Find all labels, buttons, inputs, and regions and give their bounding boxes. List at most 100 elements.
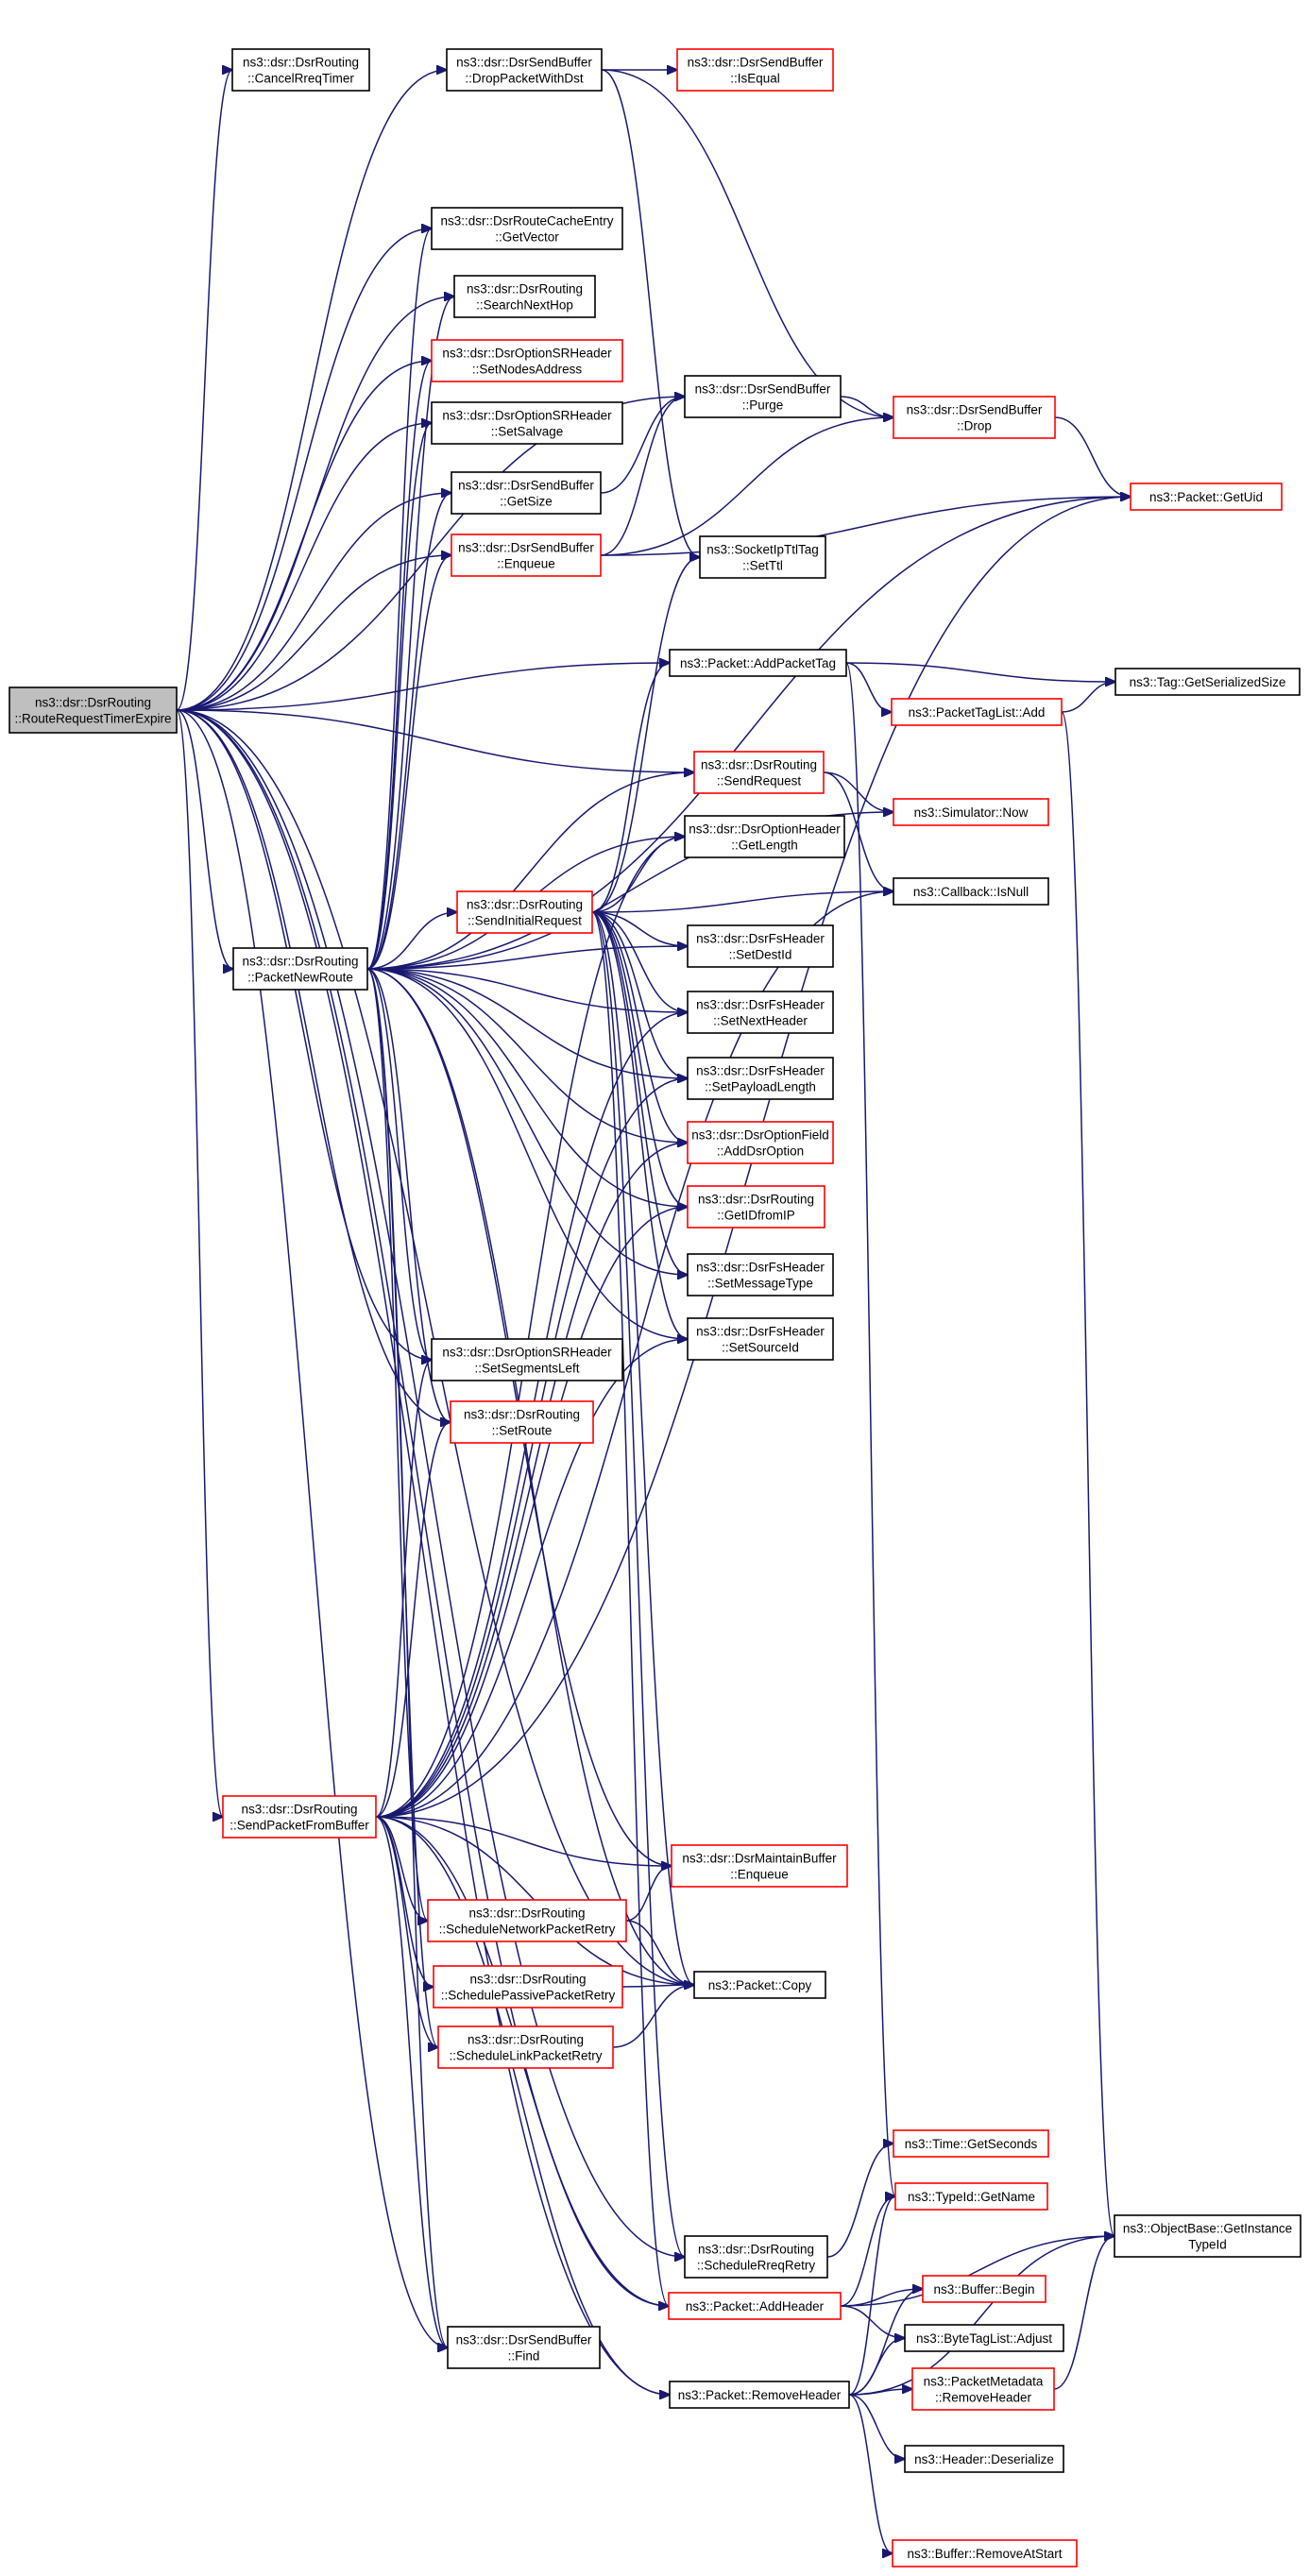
node-box [456, 890, 593, 934]
node-label: ::SetRoute [492, 1424, 553, 1438]
edge-root-to-get-size [176, 493, 451, 711]
node-get-size[interactable]: ns3::dsr::DsrSendBuffer::GetSize [451, 471, 602, 515]
node-box [687, 1185, 825, 1229]
edge-send-from-buffer-to-opt-get-length [375, 837, 685, 1818]
edge-remove-header-to-btl-adjust [848, 2338, 905, 2396]
node-btl-adjust[interactable]: ns3::ByteTagList::Adjust [904, 2324, 1064, 2352]
node-sched-link-retry[interactable]: ns3::dsr::DsrRouting::ScheduleLinkPacket… [437, 2025, 614, 2069]
node-get-uid[interactable]: ns3::Packet::GetUid [1130, 483, 1283, 511]
node-set-nodes-address[interactable]: ns3::dsr::DsrOptionSRHeader::SetNodesAdd… [431, 339, 623, 382]
node-label: ns3::TypeId::GetName [908, 2190, 1035, 2204]
node-packet-copy[interactable]: ns3::Packet::Copy [693, 1971, 826, 1999]
edge-add-header-to-buf-begin [840, 2289, 923, 2307]
edge-packet-new-route-to-set-dest-id [366, 946, 688, 970]
node-sched-pass-retry[interactable]: ns3::dsr::DsrRouting::SchedulePassivePac… [433, 1965, 623, 2008]
node-set-dest-id[interactable]: ns3::dsr::DsrFsHeader::SetDestId [687, 924, 834, 968]
node-add-dsr-option[interactable]: ns3::dsr::DsrOptionField::AddDsrOption [687, 1121, 834, 1164]
node-cancel-rreq[interactable]: ns3::dsr::DsrRouting::CancelRreqTimer [231, 48, 370, 92]
node-buf-remove-at-start[interactable]: ns3::Buffer::RemoveAtStart [892, 2539, 1078, 2568]
node-tag-ser-size[interactable]: ns3::Tag::GetSerializedSize [1114, 668, 1301, 696]
edge-packet-new-route-to-sched-net-retry [366, 968, 428, 1921]
edge-send-from-buffer-to-set-source-id [375, 1339, 688, 1818]
node-packet-new-route[interactable]: ns3::dsr::DsrRouting::PacketNewRoute [232, 947, 368, 991]
node-root[interactable]: ns3::dsr::DsrRouting::RouteRequestTimerE… [9, 686, 178, 734]
node-label: ns3::dsr::DsrOptionSRHeader [442, 409, 612, 423]
edge-remove-header-to-type-get-name [848, 2196, 895, 2396]
node-get-vector[interactable]: ns3::dsr::DsrRouteCacheEntry::GetVector [431, 207, 623, 250]
node-set-route[interactable]: ns3::dsr::DsrRouting::SetRoute [450, 1400, 594, 1444]
edge-sched-net-retry-to-maint-enqueue [625, 1866, 672, 1922]
node-buf-begin[interactable]: ns3::Buffer::Begin [922, 2275, 1046, 2303]
node-hdr-deserialize[interactable]: ns3::Header::Deserialize [904, 2445, 1064, 2473]
node-label: ns3::dsr::DsrRouting [701, 758, 817, 772]
node-set-source-id[interactable]: ns3::dsr::DsrFsHeader::SetSourceId [687, 1317, 834, 1361]
node-drop[interactable]: ns3::dsr::DsrSendBuffer::Drop [893, 396, 1056, 439]
node-set-salvage[interactable]: ns3::dsr::DsrOptionSRHeader::SetSalvage [431, 401, 623, 445]
node-tag-list-add[interactable]: ns3::PacketTagList::Add [891, 698, 1063, 726]
edge-packet-new-route-to-set-route [366, 968, 451, 1422]
node-box [904, 2445, 1064, 2473]
edge-remove-header-to-buf-remove-at-start [848, 2394, 893, 2553]
edge-packet-new-route-to-set-next-header [366, 968, 688, 1012]
node-set-seg-left[interactable]: ns3::dsr::DsrOptionSRHeader::SetSegments… [431, 1338, 623, 1381]
node-set-next-header[interactable]: ns3::dsr::DsrFsHeader::SetNextHeader [687, 991, 834, 1034]
edge-send-initial-to-set-payload-len [591, 911, 688, 1078]
node-label: ::AddDsrOption [717, 1144, 804, 1159]
edge-root-to-drop-with-dst [176, 70, 447, 711]
node-add-header[interactable]: ns3::Packet::AddHeader [668, 2292, 842, 2320]
edge-packet-new-route-to-find [366, 968, 448, 2347]
node-set-msg-type[interactable]: ns3::dsr::DsrFsHeader::SetMessageType [687, 1253, 834, 1296]
edges-layer [176, 69, 1131, 2553]
node-send-request[interactable]: ns3::dsr::DsrRouting::SendRequest [693, 751, 825, 794]
node-set-ttl[interactable]: ns3::SocketIpTtlTag::SetTtl [699, 535, 826, 579]
node-drop-with-dst[interactable]: ns3::dsr::DsrSendBuffer::DropPacketWithD… [446, 48, 603, 92]
edge-send-request-to-sim-now [823, 771, 893, 812]
edge-packet-new-route-to-set-salvage [366, 423, 432, 970]
node-cb-is-null[interactable]: ns3::Callback::IsNull [893, 877, 1049, 906]
node-opt-get-length[interactable]: ns3::dsr::DsrOptionHeader::GetLength [684, 815, 845, 858]
node-sched-net-retry[interactable]: ns3::dsr::DsrRouting::ScheduleNetworkPac… [427, 1899, 627, 1942]
node-enqueue[interactable]: ns3::dsr::DsrSendBuffer::Enqueue [451, 534, 602, 577]
node-sim-now[interactable]: ns3::Simulator::Now [893, 798, 1049, 826]
edge-send-request-to-cb-is-null [823, 771, 893, 891]
node-label: ns3::dsr::DsrSendBuffer [688, 56, 824, 70]
node-is-equal[interactable]: ns3::dsr::DsrSendBuffer::IsEqual [676, 48, 834, 92]
node-find[interactable]: ns3::dsr::DsrSendBuffer::Find [447, 2326, 601, 2369]
node-label: ns3::dsr::DsrRouting [241, 1803, 357, 1817]
node-pm-remove-header[interactable]: ns3::PacketMetadata::RemoveHeader [911, 2367, 1055, 2411]
edge-pm-remove-header-to-obj-get-instance [1053, 2236, 1114, 2390]
edge-send-initial-to-packet-copy [591, 911, 694, 1985]
node-label: ns3::dsr::DsrRouting [242, 955, 358, 969]
edge-packet-new-route-to-get-uid [366, 497, 1131, 970]
node-label: ::SendInitialRequest [468, 914, 582, 928]
node-label: TypeId [1188, 2238, 1227, 2252]
node-send-initial[interactable]: ns3::dsr::DsrRouting::SendInitialRequest [456, 890, 593, 934]
edge-send-initial-to-set-next-header [591, 911, 688, 1012]
node-purge[interactable]: ns3::dsr::DsrSendBuffer::Purge [684, 375, 842, 418]
node-box [687, 1317, 834, 1361]
node-sched-rreq-retry[interactable]: ns3::dsr::DsrRouting::ScheduleRreqRetry [684, 2235, 828, 2279]
node-get-id-from-ip[interactable]: ns3::dsr::DsrRouting::GetIDfromIP [687, 1185, 825, 1229]
node-label: ns3::dsr::DsrRouting [464, 1408, 580, 1422]
edge-packet-new-route-to-add-dsr-option [366, 968, 688, 1143]
node-set-payload-len[interactable]: ns3::dsr::DsrFsHeader::SetPayloadLength [687, 1057, 834, 1100]
node-label: ns3::dsr::DsrRouting [698, 1193, 814, 1207]
node-get-seconds[interactable]: ns3::Time::GetSeconds [893, 2129, 1049, 2158]
edge-drop-with-dst-to-set-ttl [601, 69, 700, 557]
edge-send-from-buffer-to-find [375, 1816, 448, 2347]
node-box [894, 2182, 1048, 2211]
edge-send-initial-to-add-dsr-option [591, 911, 688, 1143]
edge-remove-header-to-hdr-deserialize [848, 2394, 905, 2459]
edge-packet-new-route-to-get-vector [366, 229, 432, 970]
node-remove-header[interactable]: ns3::Packet::RemoveHeader [669, 2381, 850, 2409]
node-box [893, 798, 1049, 826]
node-send-from-buffer[interactable]: ns3::dsr::DsrRouting::SendPacketFromBuff… [222, 1795, 377, 1839]
node-maint-enqueue[interactable]: ns3::dsr::DsrMaintainBuffer::Enqueue [671, 1844, 848, 1888]
edge-root-to-find [176, 709, 448, 2347]
node-type-get-name[interactable]: ns3::TypeId::GetName [894, 2182, 1048, 2211]
node-search-next-hop[interactable]: ns3::dsr::DsrRouting::SearchNextHop [453, 275, 596, 318]
node-add-packet-tag[interactable]: ns3::Packet::AddPacketTag [669, 649, 847, 677]
edge-packet-new-route-to-set-seg-left [366, 968, 432, 1360]
